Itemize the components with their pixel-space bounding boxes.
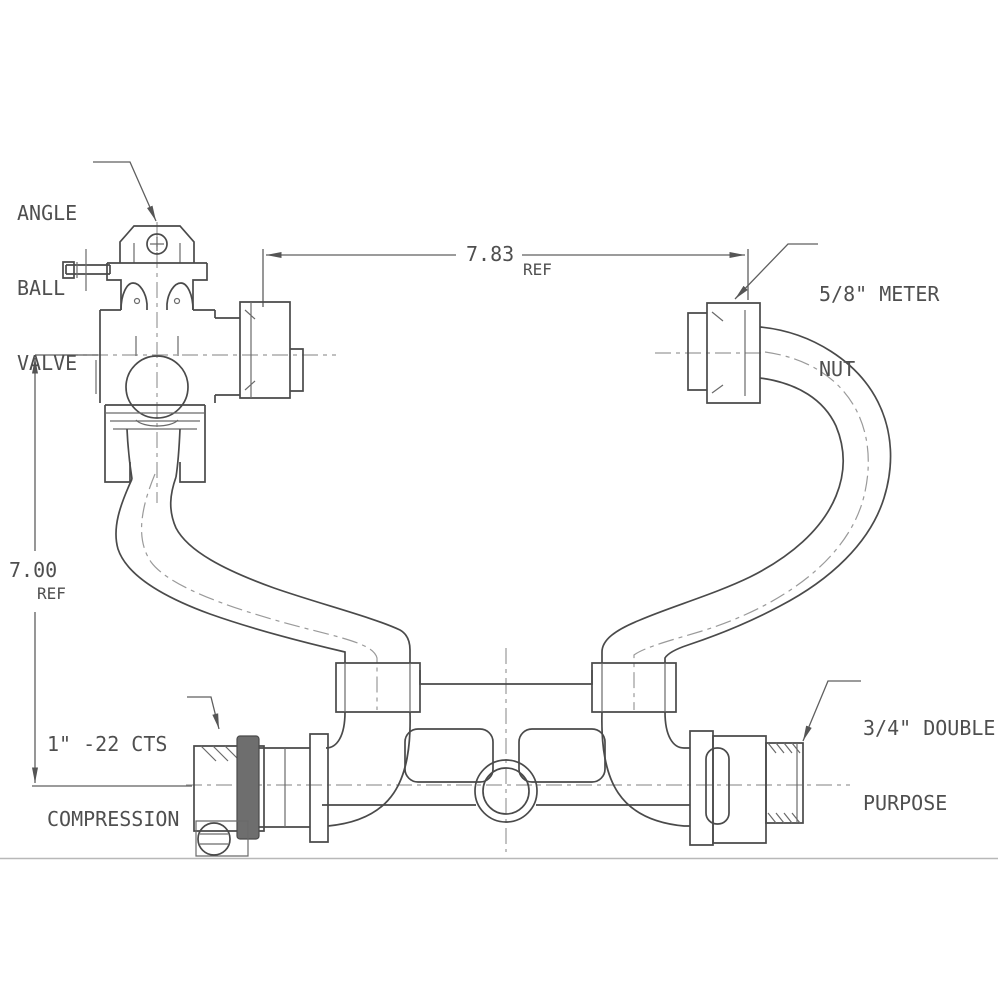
centerlines — [62, 222, 869, 852]
right-pipe — [601, 326, 892, 663]
dimension-7-00 — [32, 354, 192, 787]
leader-lines — [93, 161, 861, 742]
double-purpose-label: 3/4" DOUBLE PURPOSE — [863, 716, 996, 815]
dimension-height-value: 7.00 — [9, 558, 58, 582]
double-purpose-fitting-drawing — [689, 730, 804, 846]
compression-label: 1" -22 CTS COMPRESSION — [47, 732, 180, 831]
meter-nut-label: 5/8" METER NUT — [819, 282, 940, 381]
angle-ball-valve-drawing — [62, 225, 304, 483]
dimension-width-value: 7.83 — [466, 242, 515, 266]
angle-ball-valve-label: ANGLE BALL VALVE — [17, 201, 78, 375]
dimension-7-83 — [262, 249, 749, 307]
dimension-width-ref: REF — [523, 260, 552, 279]
meter-coupling-drawing — [322, 662, 690, 827]
left-pipe — [115, 476, 411, 663]
compression-fitting-drawing — [193, 733, 329, 857]
meter-nut-drawing — [687, 302, 761, 404]
dimension-height-ref: REF — [37, 584, 66, 603]
